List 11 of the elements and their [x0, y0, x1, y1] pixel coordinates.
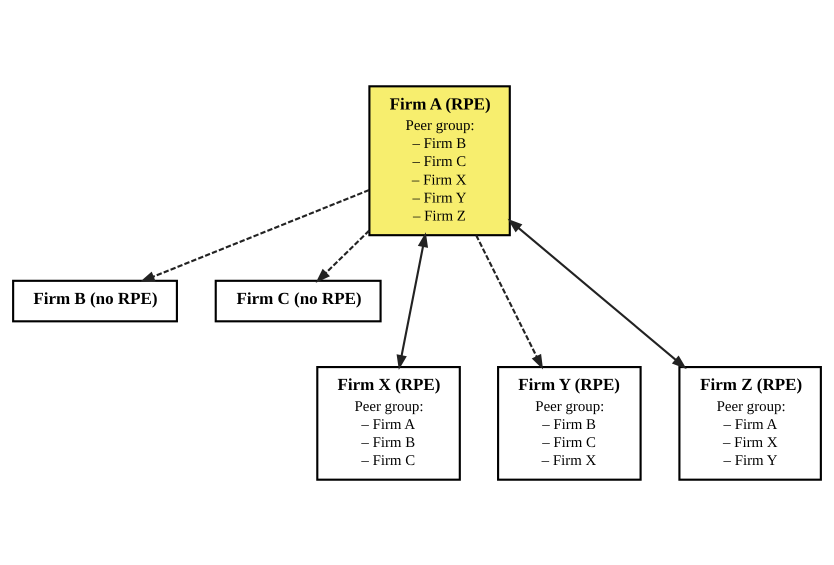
arrow — [508, 218, 687, 369]
node-box: Firm A (RPE) Peer group: – Firm B – Firm C – Firm X – Firm Y – Firm Z — [368, 84, 511, 236]
arrow — [475, 234, 544, 370]
arrow — [140, 188, 370, 282]
node-box: Firm X (RPE) Peer group: – Firm A – Firm B – Firm C — [316, 365, 461, 480]
arrow — [396, 232, 428, 370]
node-box: Firm B (no RPE) — [12, 279, 178, 322]
node-box: Firm Z (RPE) Peer group: – Firm A – Firm X – Firm Y — [678, 365, 822, 480]
node-box: Firm Y (RPE) Peer group: – Firm B – Firm C – Firm X — [497, 365, 642, 480]
node-box: Firm C (no RPE) — [214, 279, 382, 322]
arrow — [316, 229, 370, 282]
